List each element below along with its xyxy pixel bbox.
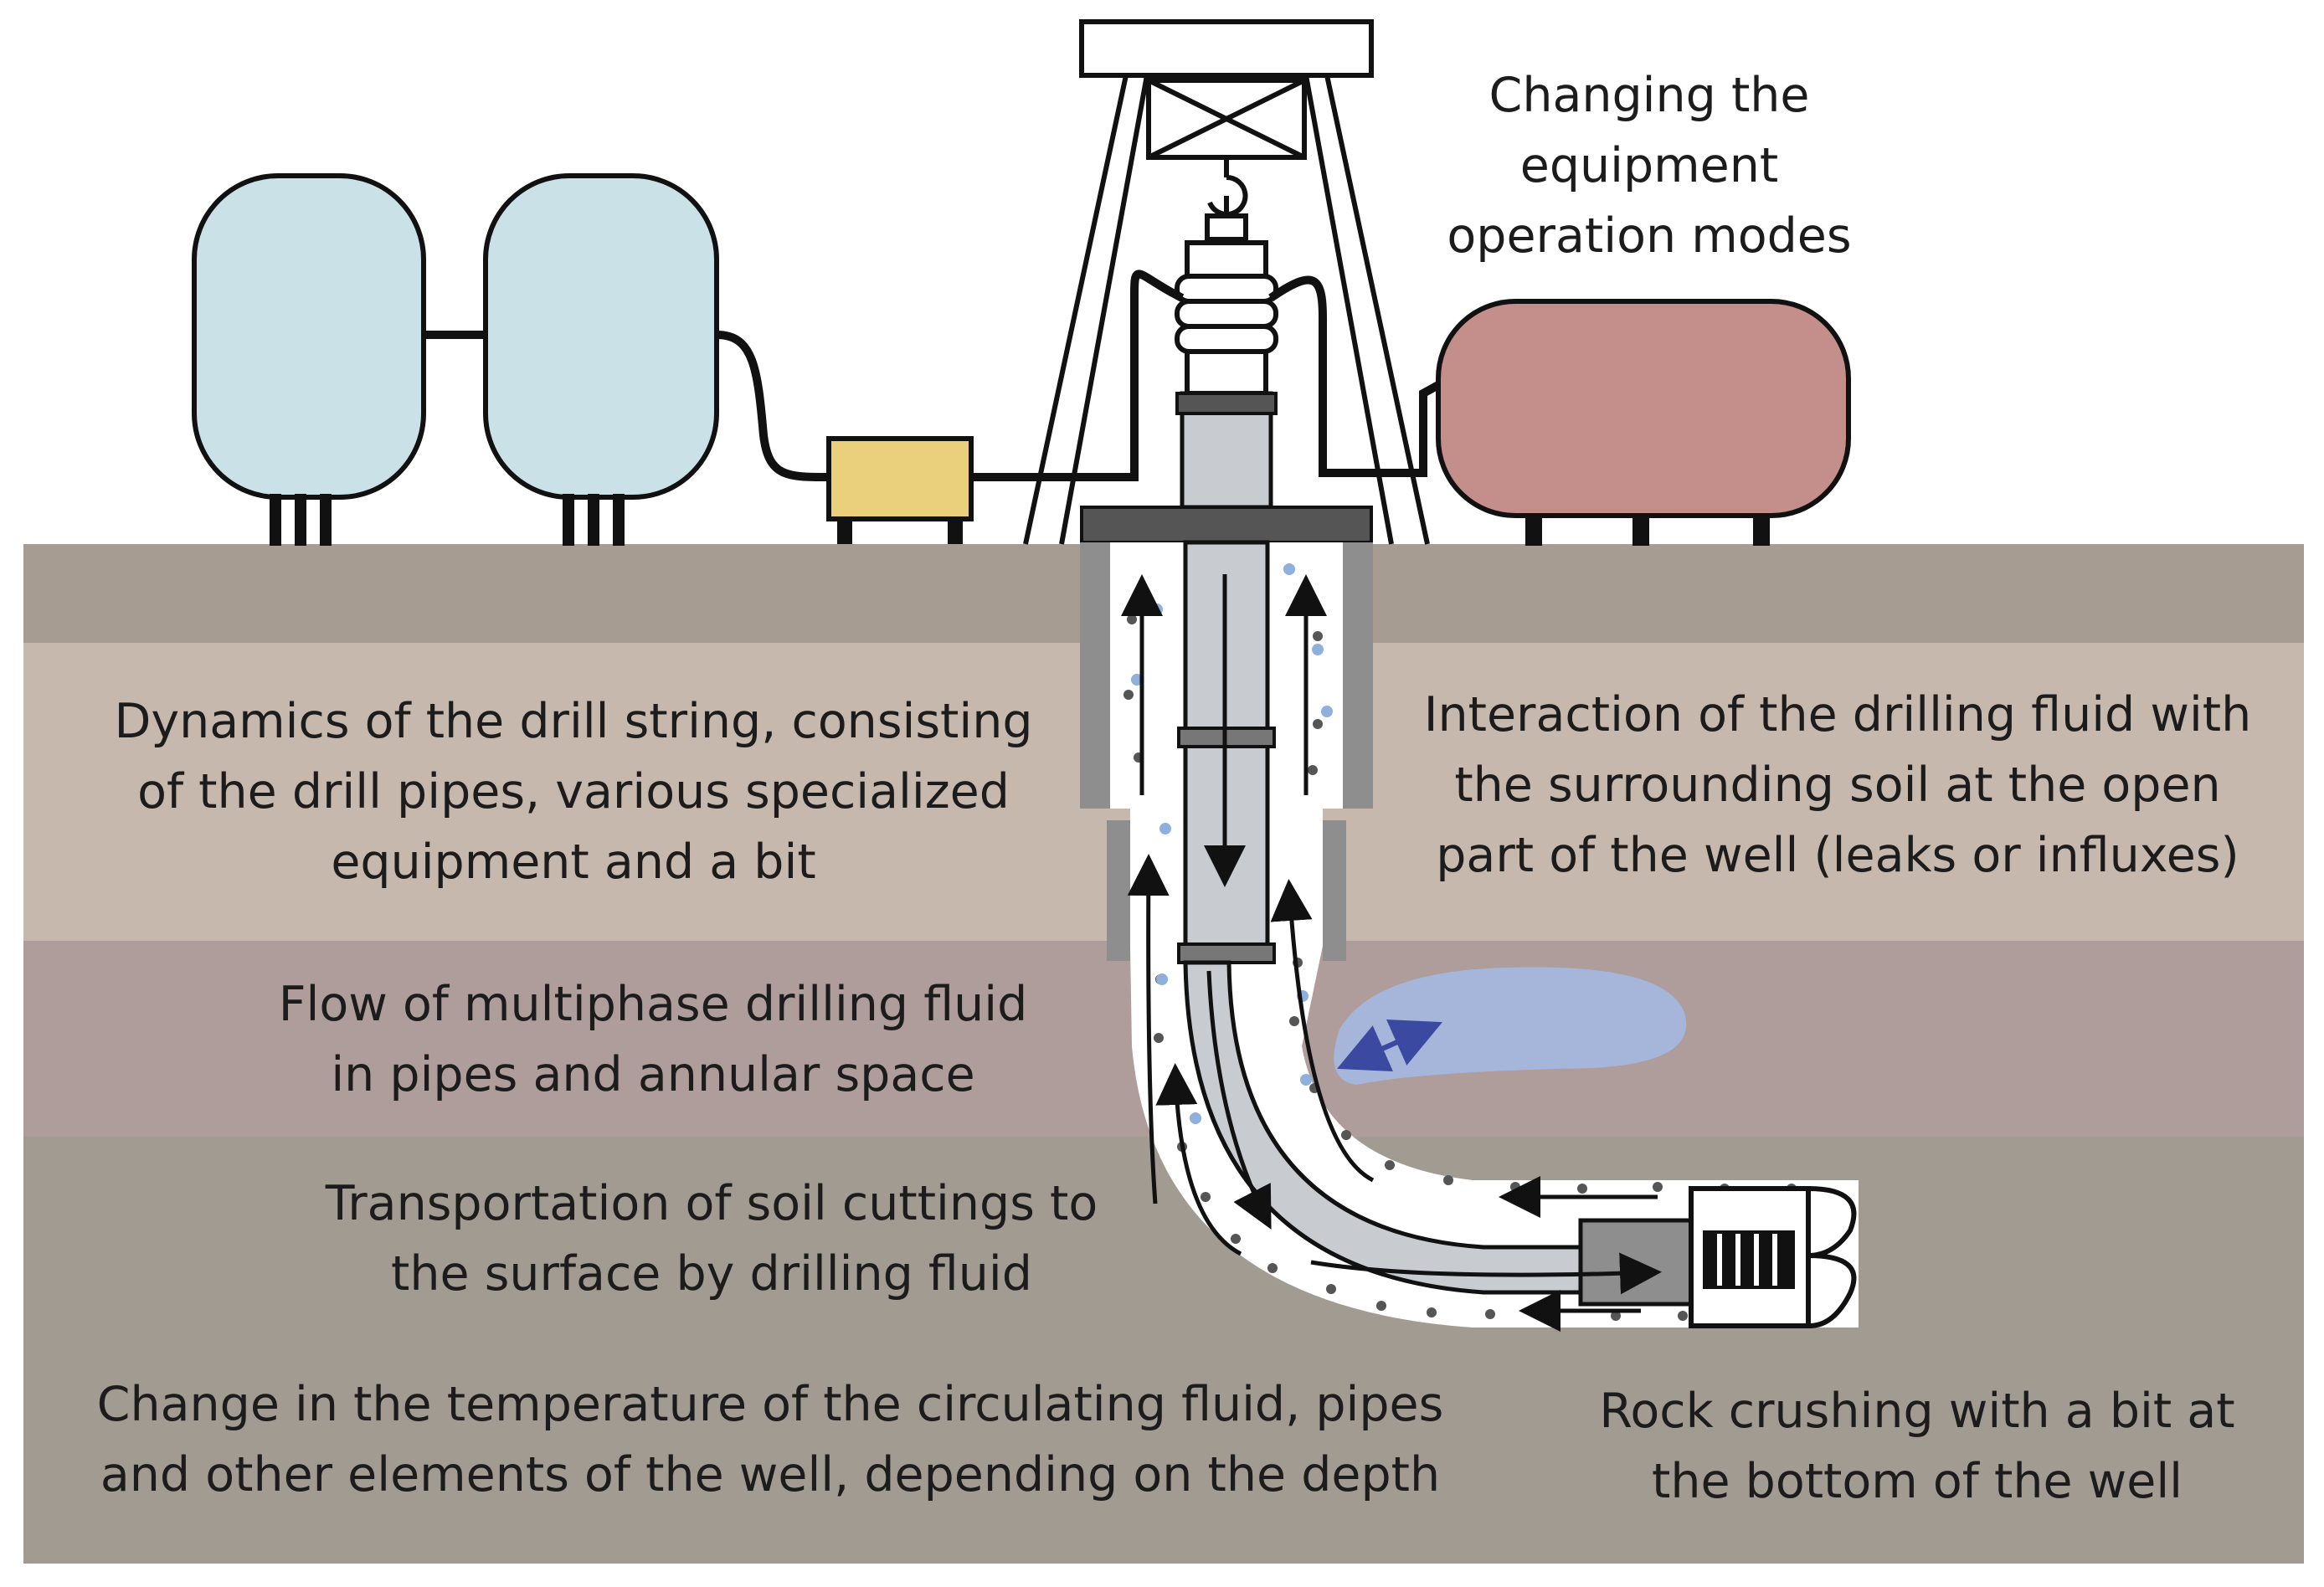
temperature-line-2: and other elements of the well, dependin…: [100, 1447, 1441, 1502]
temperature-line-1: Change in the temperature of the circula…: [96, 1377, 1444, 1432]
kelly-pipe: [1175, 391, 1278, 510]
cuttings-line-2: the surface by drilling fluid: [391, 1246, 1032, 1302]
label-cuttings: Transportation of soil cuttings to the s…: [276, 1168, 1147, 1309]
flow-arrows: [1121, 574, 1662, 1332]
layer-bottom: [23, 1137, 2304, 1564]
label-rock-crushing: Rock crushing with a bit at the bottom o…: [1549, 1376, 2285, 1517]
multiphase-flow-line-2: in pipes and annular space: [331, 1047, 975, 1102]
drill-bit: [1689, 1185, 1857, 1329]
wellbore: [1110, 542, 1859, 1328]
fluid-soil-line-2: the surrounding soil at the open: [1454, 758, 2221, 813]
hoses: [419, 270, 1441, 481]
cuttings-line-1: Transportation of soil cuttings to: [325, 1176, 1098, 1231]
equipment-modes-line-3: operation modes: [1447, 208, 1852, 264]
influx-zone: [1334, 967, 1687, 1085]
top-drive: [1175, 240, 1278, 396]
label-temperature: Change in the temperature of the circula…: [33, 1369, 1507, 1510]
rig-floor: [1080, 506, 1373, 544]
pump: [826, 436, 974, 544]
blue-tanks: [192, 173, 719, 546]
equipment-modes-line-2: equipment: [1519, 138, 1779, 193]
multiphase-flow-line-1: Flow of multiphase drilling fluid: [278, 977, 1028, 1032]
rock-crushing-line-1: Rock crushing with a bit at: [1599, 1384, 2235, 1439]
red-tank: [1436, 299, 1851, 546]
drill-string-line-1: Dynamics of the drill string, consisting: [114, 694, 1033, 749]
fluid-soil-line-3: part of the well (leaks or influxes): [1436, 828, 2239, 883]
label-drill-string: Dynamics of the drill string, consisting…: [50, 686, 1097, 897]
drill-string-line-2: of the drill pipes, various specialized: [137, 764, 1010, 819]
casing: [1080, 542, 1373, 961]
fluid-soil-line-1: Interaction of the drilling fluid with: [1423, 687, 2252, 742]
drill-string-line-3: equipment and a bit: [331, 835, 816, 890]
rock-crushing-line-2: the bottom of the well: [1651, 1454, 2183, 1509]
derrick: [1023, 19, 1430, 545]
tank-2: [483, 173, 719, 500]
label-fluid-soil: Interaction of the drilling fluid with t…: [1373, 680, 2302, 891]
equipment-modes-line-1: Changing the: [1488, 68, 1810, 123]
label-multiphase-flow: Flow of multiphase drilling fluid in pip…: [234, 969, 1072, 1110]
label-equipment-modes: Changing the equipment operation modes: [1390, 60, 1909, 271]
tank-1: [192, 173, 426, 500]
